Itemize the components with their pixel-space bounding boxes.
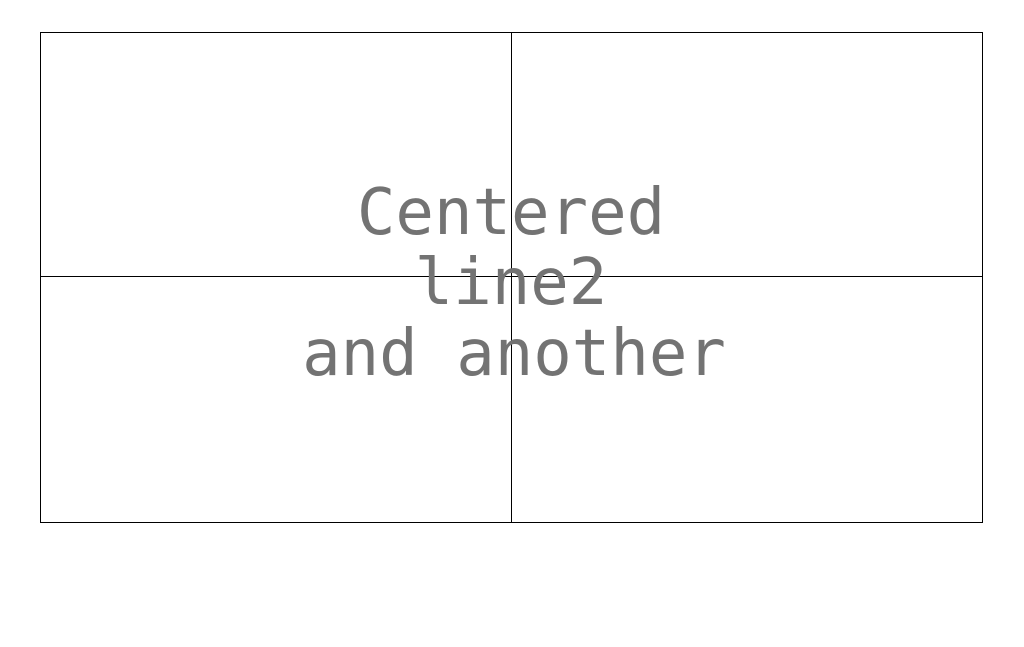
text-line-1: Centered (357, 176, 665, 250)
text-line-2: line2 (415, 246, 608, 320)
text-line-3: and another (302, 317, 726, 391)
